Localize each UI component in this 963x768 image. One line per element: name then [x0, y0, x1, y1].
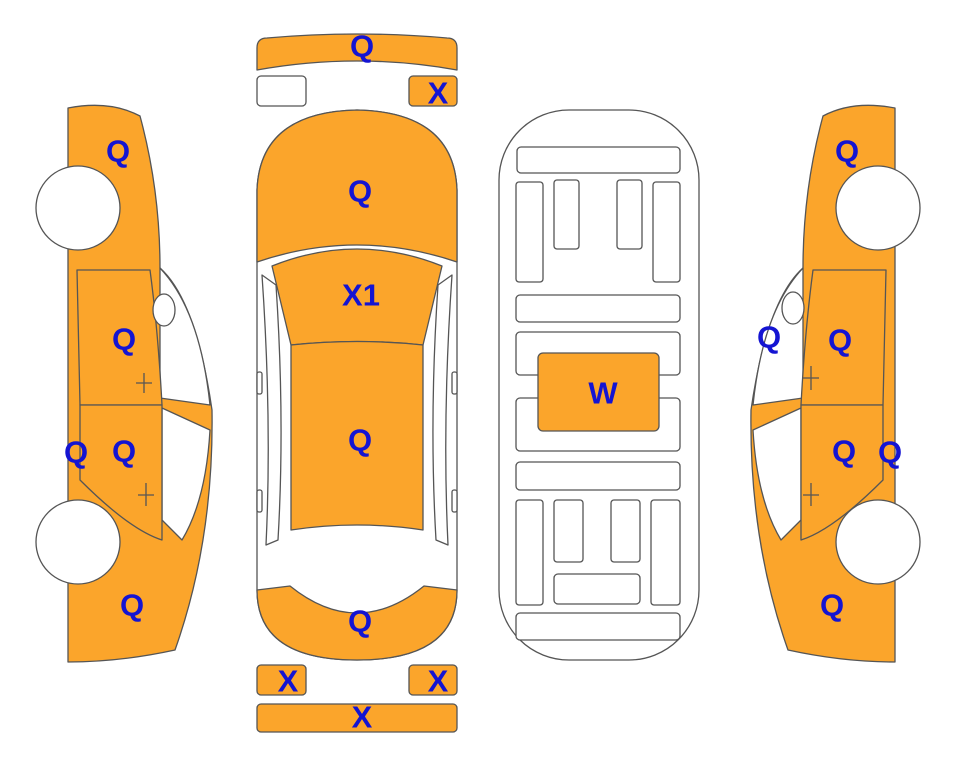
right-front-door-handle: [803, 366, 819, 390]
hood-panel[interactable]: [256, 109, 458, 263]
rear-left-lamp-code[interactable]: X: [277, 663, 299, 699]
top-left-handle: [256, 489, 263, 513]
rear-bumper-panel[interactable]: [256, 703, 458, 733]
left-front-door-code[interactable]: Q: [111, 321, 137, 357]
right-front-fender-code[interactable]: Q: [834, 133, 860, 169]
left-front-door-handle: [136, 373, 152, 393]
roof-panel[interactable]: [290, 340, 424, 531]
top-left-glass: [261, 274, 282, 546]
rear-right-lamp-code[interactable]: X: [427, 663, 449, 699]
left-rear-glass: [161, 407, 211, 541]
roof-code[interactable]: Q: [347, 422, 373, 458]
trunk-code[interactable]: Q: [347, 603, 373, 639]
front-right-lamp-panel[interactable]: [408, 75, 458, 107]
right-rear-door-panel[interactable]: [800, 404, 884, 541]
right-front-door-code[interactable]: Q: [827, 322, 853, 358]
left-rocker-code[interactable]: Q: [63, 434, 89, 470]
right-rear-quarter-code[interactable]: Q: [819, 587, 845, 623]
trunk-panel[interactable]: [256, 585, 458, 661]
top-right-handle: [451, 489, 458, 513]
windshield-code[interactable]: X1: [342, 277, 380, 313]
rear-right-lamp-panel[interactable]: [408, 664, 458, 696]
top-right-glass: [432, 274, 453, 546]
left-front-fender-code[interactable]: Q: [105, 133, 131, 169]
interior-center-panel[interactable]: [537, 352, 660, 432]
rear-bumper-code[interactable]: X: [351, 699, 373, 735]
right-rear-door-code[interactable]: Q: [831, 433, 857, 469]
right-front-wheel: [835, 165, 921, 251]
front-bumper-panel[interactable]: [256, 33, 458, 71]
right-rear-door-handle: [803, 483, 819, 506]
left-rear-quarter-code[interactable]: Q: [119, 587, 145, 623]
left-rear-door-code[interactable]: Q: [111, 433, 137, 469]
hood-code[interactable]: Q: [347, 173, 373, 209]
top-left-mirror: [256, 371, 263, 395]
left-rear-door-panel[interactable]: [79, 404, 163, 541]
left-mirror: [152, 293, 176, 327]
right-rear-glass: [752, 407, 802, 541]
right-mirror: [781, 291, 805, 325]
right-rear-wheel: [835, 499, 921, 585]
right-mirror-code[interactable]: Q: [756, 319, 782, 355]
rear-left-lamp-panel[interactable]: [256, 664, 307, 696]
interior-center-code[interactable]: W: [588, 375, 618, 411]
left-glass: [159, 267, 211, 406]
top-right-mirror: [451, 371, 458, 395]
right-rocker-code[interactable]: Q: [877, 434, 903, 470]
left-rear-door-handle: [138, 483, 154, 506]
front-bumper-code[interactable]: Q: [349, 28, 375, 64]
front-left-lamp-panel[interactable]: [256, 75, 307, 107]
left-rear-wheel: [35, 499, 121, 585]
left-front-wheel: [35, 165, 121, 251]
front-right-lamp-code[interactable]: X: [427, 75, 449, 111]
